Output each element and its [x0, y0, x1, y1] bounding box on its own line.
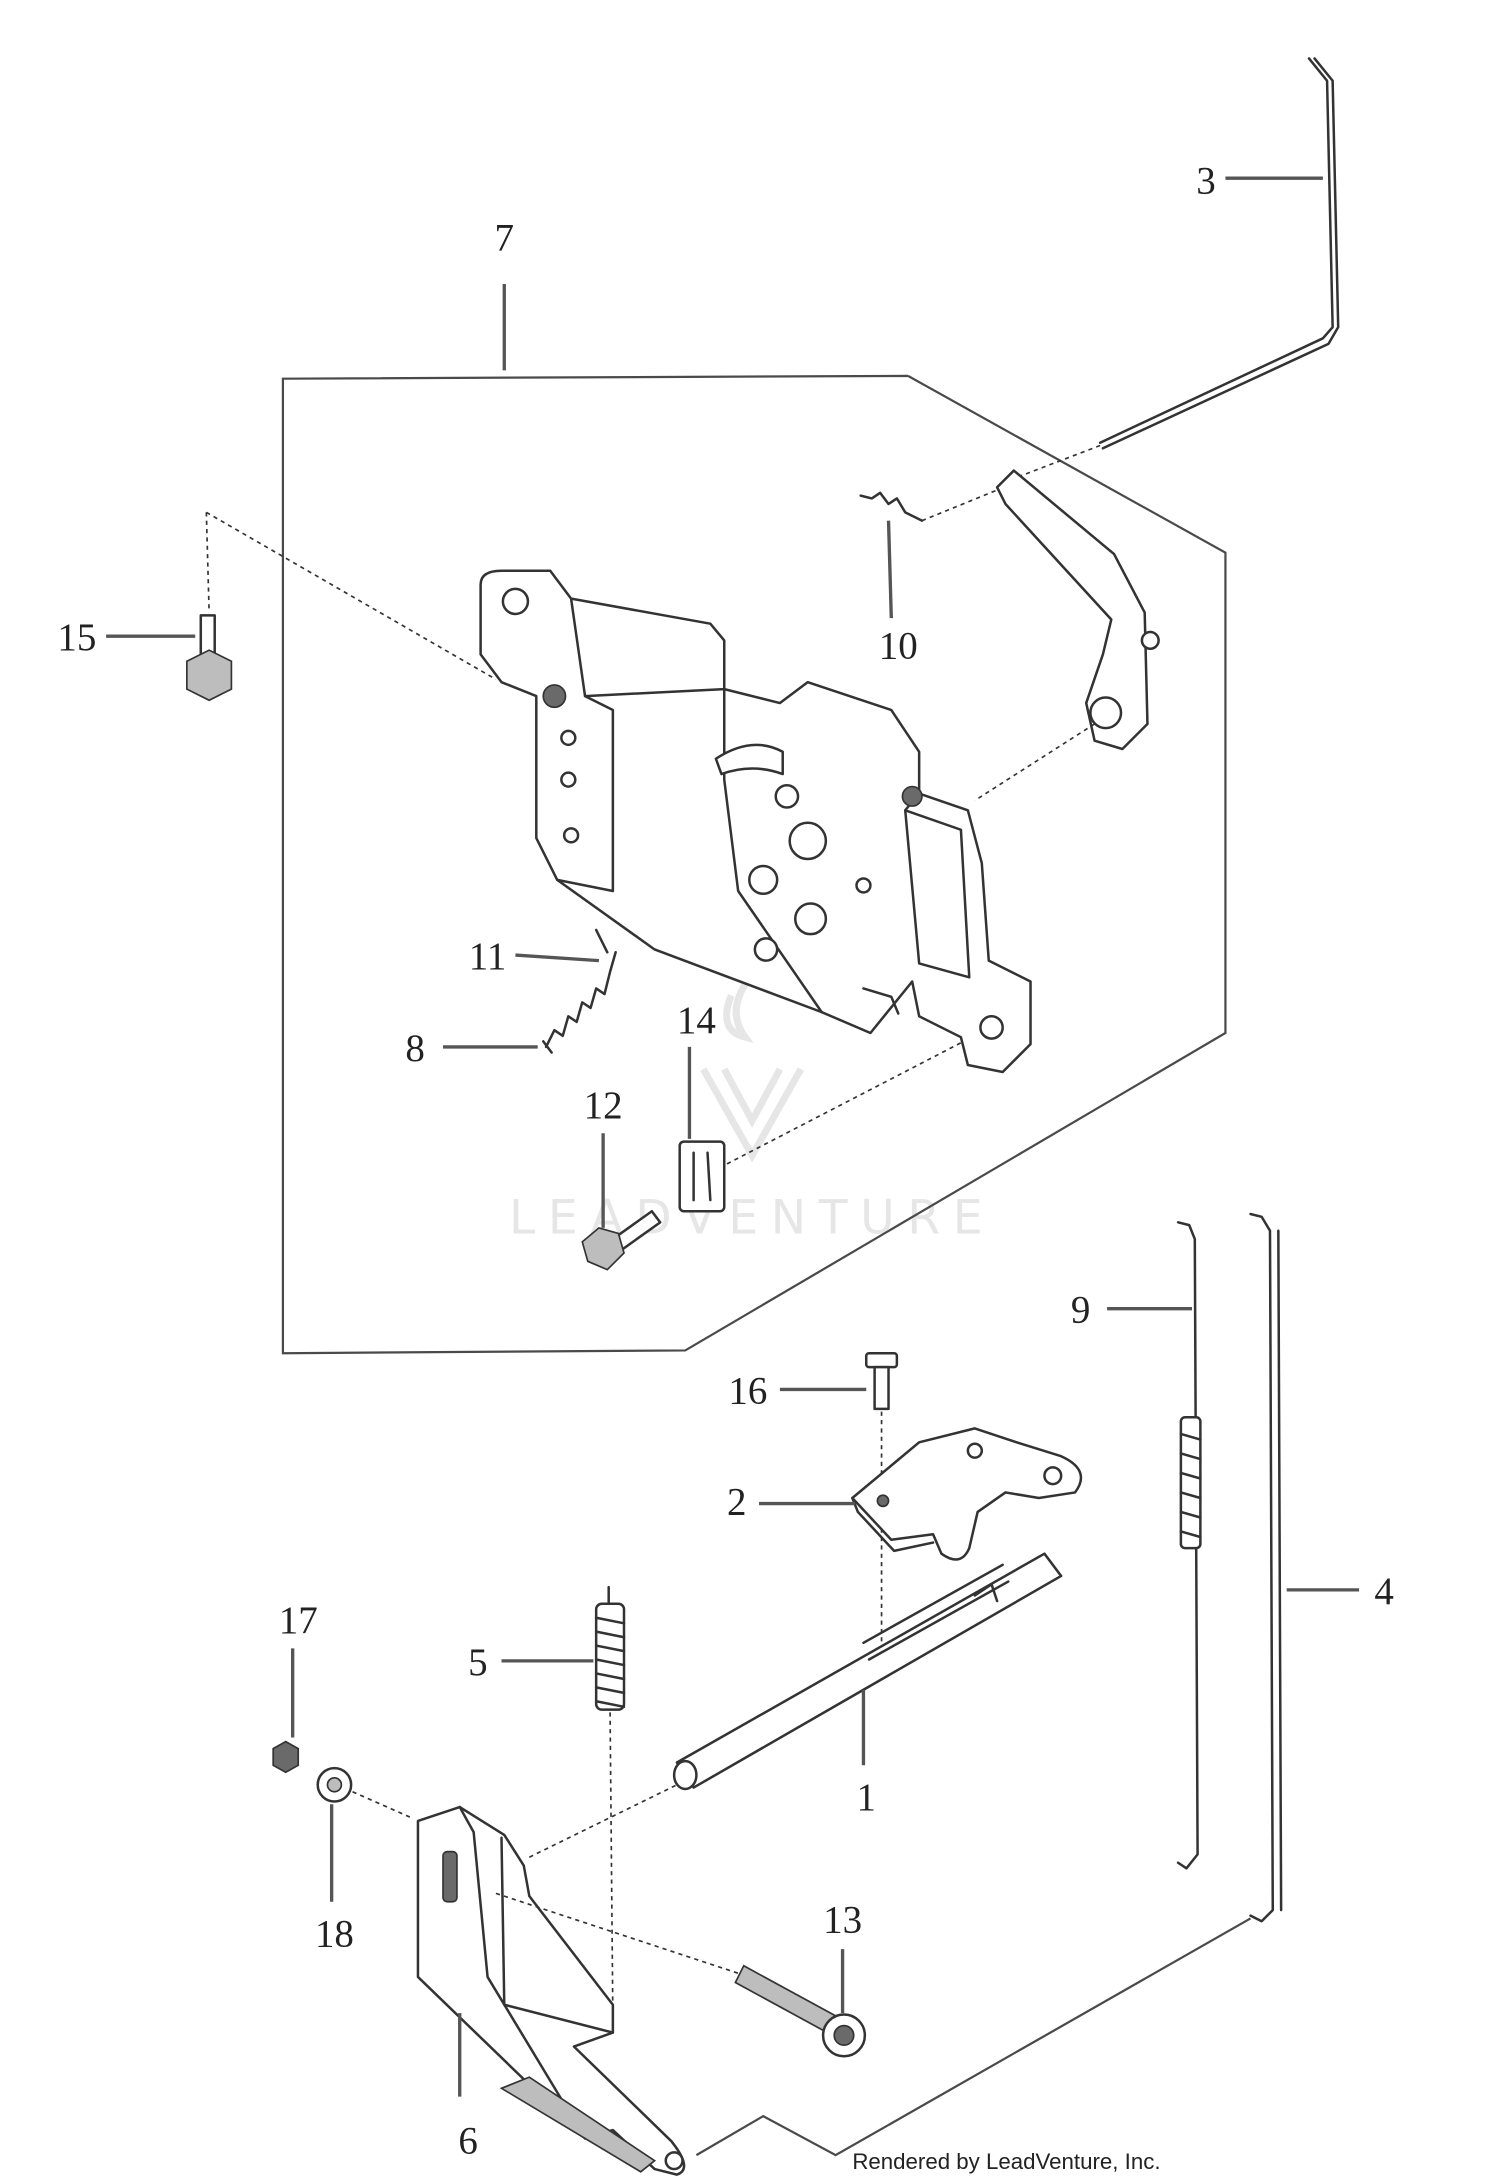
part-6-lever — [416, 1784, 750, 2176]
callout-label-1: 1 — [857, 1776, 876, 1819]
lower-assembly-outline — [695, 1917, 1252, 2157]
part-3-governor-rod — [1005, 57, 1340, 483]
callout-label-7: 7 — [495, 217, 514, 260]
part-4-rod — [1249, 1212, 1283, 1923]
part-5-spring — [594, 1585, 626, 2019]
part-15-bolt — [186, 511, 497, 702]
callout-label-16: 16 — [728, 1369, 767, 1412]
callout-label-15: 15 — [57, 616, 96, 659]
callout-label-3: 3 — [1196, 160, 1215, 203]
part-11-pin — [594, 928, 609, 954]
callout-labels: 3 7 15 10 11 8 14 12 9 16 2 4 17 5 1 18 … — [57, 160, 1393, 2163]
part-13-bolt — [734, 1964, 867, 2058]
part-9-rod — [1176, 1221, 1202, 1870]
part-14-clip — [678, 1040, 965, 1213]
callout-label-5: 5 — [468, 1641, 487, 1684]
part-16-bolt — [864, 1351, 899, 1646]
callout-label-2: 2 — [727, 1481, 746, 1524]
part-2-bracket — [851, 1427, 1083, 1561]
render-credit: Rendered by LeadVenture, Inc. — [852, 2149, 1160, 2174]
part-12-bolt — [581, 1209, 662, 1271]
part-1-shaft — [672, 1552, 1063, 1791]
leader-lines — [106, 176, 1360, 2097]
callout-label-18: 18 — [315, 1912, 354, 1955]
governor-arm — [974, 469, 1160, 802]
part-8-spring — [542, 951, 617, 1054]
control-bracket — [479, 569, 1032, 1074]
callout-label-12: 12 — [584, 1084, 623, 1127]
part-17-nut — [272, 1740, 300, 1774]
callout-label-4: 4 — [1374, 1570, 1393, 1613]
callout-label-8: 8 — [405, 1027, 424, 1070]
assembly-frame-7 — [281, 374, 1227, 1355]
part-10-clip — [859, 489, 998, 522]
callout-label-6: 6 — [458, 2120, 477, 2163]
callout-label-14: 14 — [677, 999, 716, 1042]
watermark-logo-icon — [700, 972, 804, 1163]
callout-label-13: 13 — [823, 1898, 862, 1941]
watermark-text: LEADVENTURE — [509, 1190, 995, 1245]
callout-label-10: 10 — [879, 625, 918, 668]
callout-label-17: 17 — [279, 1599, 318, 1642]
part-18-washer — [316, 1766, 413, 1819]
callout-label-9: 9 — [1071, 1289, 1090, 1332]
callout-label-11: 11 — [469, 935, 507, 978]
